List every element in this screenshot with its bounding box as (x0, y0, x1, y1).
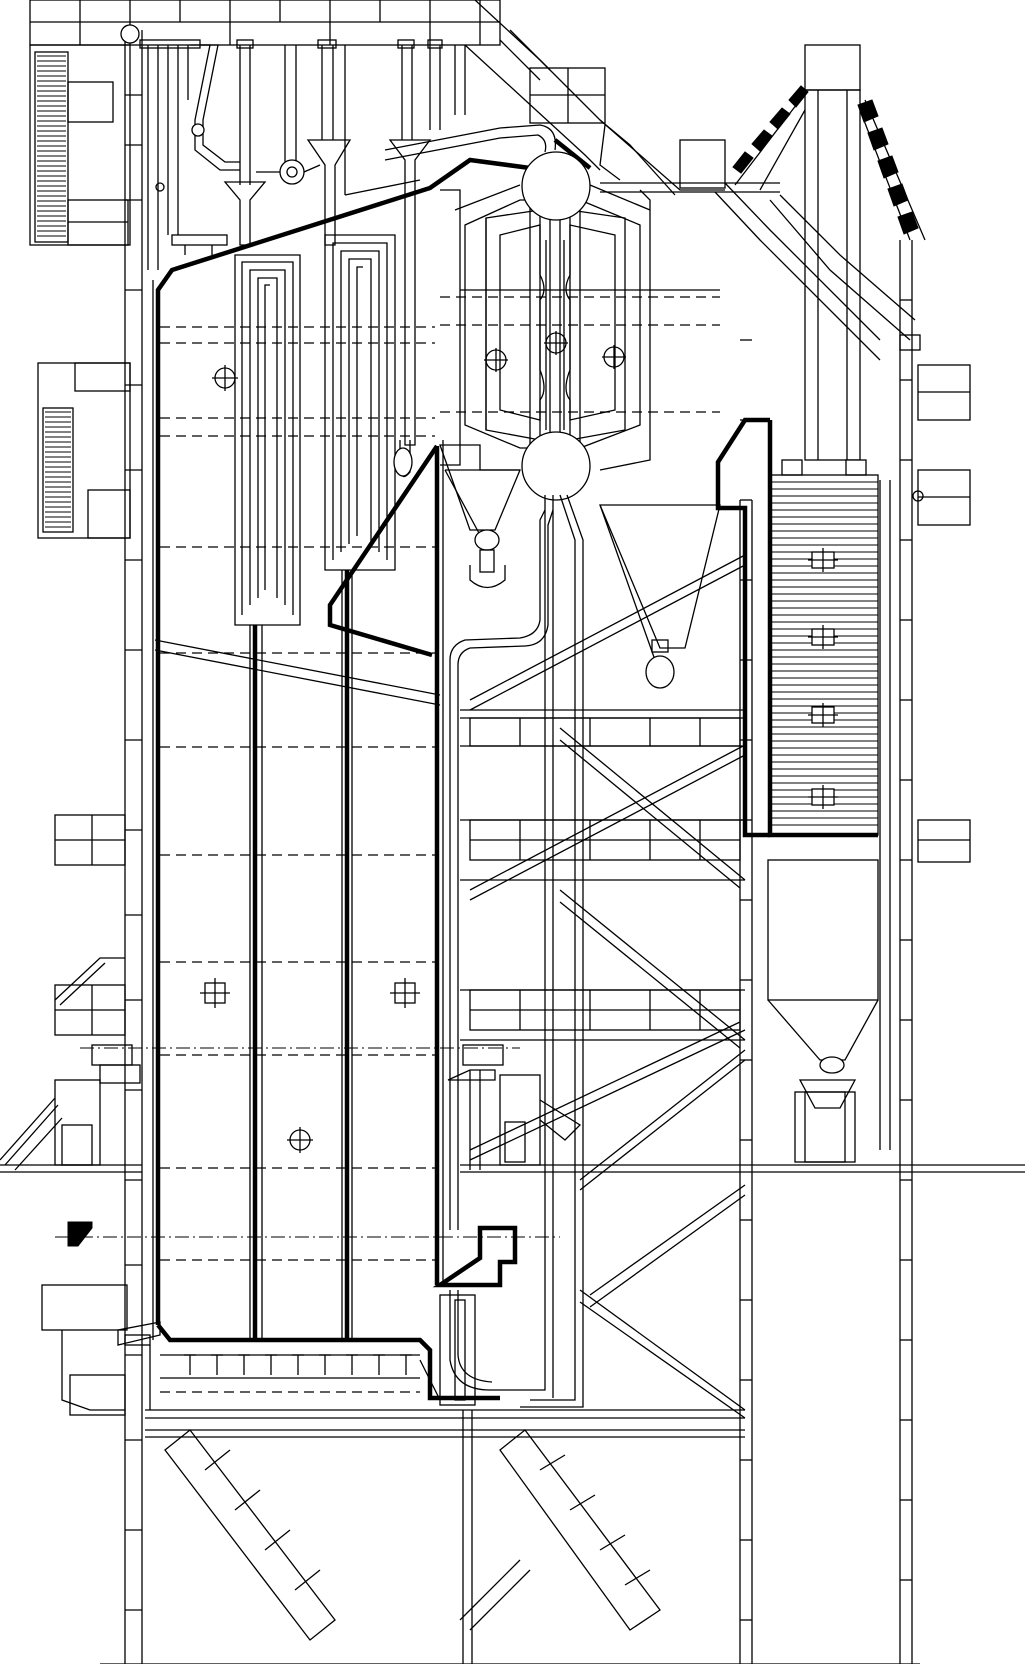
steam-drum (521, 151, 591, 221)
grate (149, 1345, 441, 1410)
furnace-casing (152, 280, 444, 1340)
bank-ports (484, 331, 626, 372)
superheater-loops (234, 234, 396, 626)
steel-bracing (145, 554, 1025, 1438)
mud-drum (521, 431, 591, 501)
upper-right-structures (464, 0, 916, 361)
economizer-bank (769, 474, 879, 836)
left-platforms (0, 814, 161, 1416)
upper-left-housing (29, 44, 131, 246)
inspection-ports (200, 365, 420, 1153)
left-marker (67, 1221, 93, 1247)
lower-mid-structures (439, 1044, 582, 1664)
mid-left-housing (37, 362, 131, 539)
downcomer-pipes (449, 494, 584, 1408)
furnace-tubes (252, 570, 350, 1340)
roof-platform (29, 0, 501, 46)
left-column (120, 24, 143, 1664)
cyclone-separators (439, 444, 721, 689)
convection-bank (440, 184, 720, 471)
top-headers (139, 39, 557, 478)
hopper-stack (732, 44, 926, 476)
bottom-trusses (100, 1429, 920, 1664)
right-columns (739, 240, 921, 1664)
right-platforms (912, 364, 971, 863)
furnace-dashed-lines (160, 296, 720, 1261)
lower-right-hopper (767, 859, 879, 1163)
